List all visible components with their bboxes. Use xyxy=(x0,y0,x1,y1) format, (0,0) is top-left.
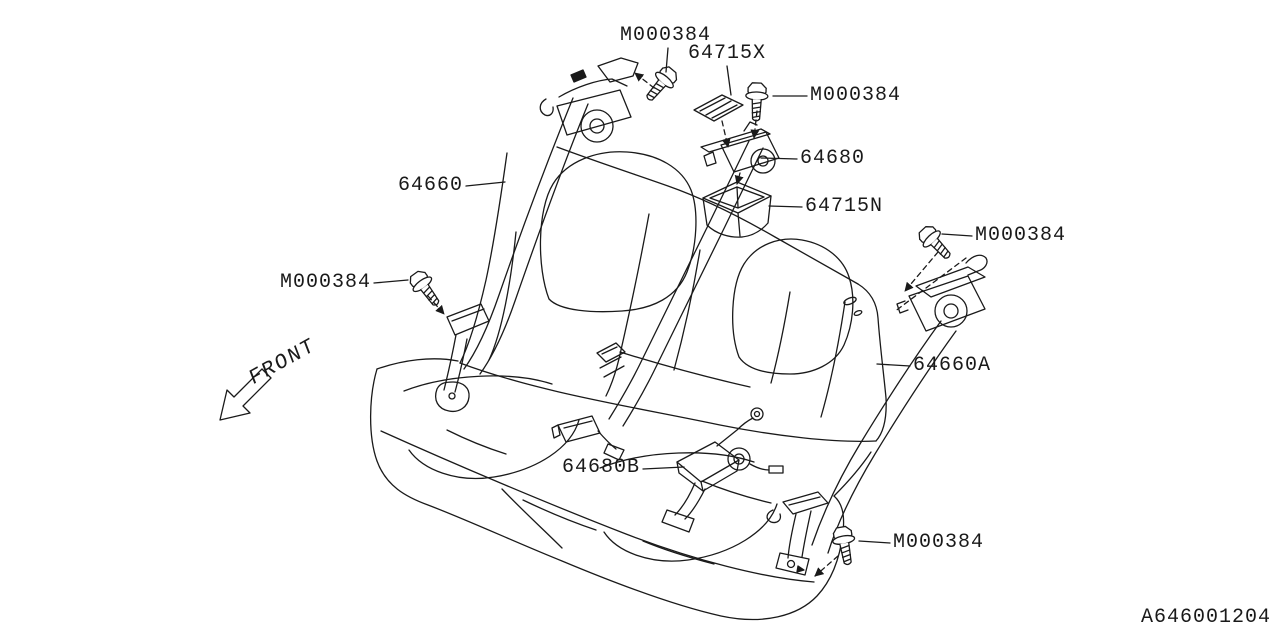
part-label-64660a: 64660A xyxy=(913,354,992,377)
anchor-left xyxy=(434,303,490,413)
part-label-m000384-upper-right: M000384 xyxy=(810,84,902,107)
seat-belt-left-64660 xyxy=(463,97,589,375)
clip-64715x xyxy=(693,94,744,122)
seat-belt-right-64660a xyxy=(811,320,957,554)
part-label-m000384-mid-right: M000384 xyxy=(975,224,1067,247)
diagram-code: A646001204 xyxy=(1141,606,1272,629)
headrest-right xyxy=(732,238,854,375)
buckle-64680b xyxy=(661,407,784,533)
leader-lines xyxy=(373,47,973,544)
retractor-right xyxy=(896,254,988,332)
retractor-top-left xyxy=(539,57,639,143)
part-label-64680: 64680 xyxy=(800,147,866,170)
seat-cushion xyxy=(369,358,872,621)
part-label-m000384-left: M000384 xyxy=(280,271,372,294)
part-label-m000384-bottom: M000384 xyxy=(893,531,985,554)
part-label-64660: 64660 xyxy=(398,174,464,197)
part-label-64715n: 64715N xyxy=(805,195,884,218)
cup-64715n xyxy=(702,181,772,238)
seat-back-outline xyxy=(459,146,887,442)
dashed-lines xyxy=(427,72,967,577)
part-label-64680b: 64680B xyxy=(562,456,641,479)
center-belt xyxy=(596,140,764,427)
headrest-left xyxy=(539,151,697,313)
part-label-64715x: 64715X xyxy=(688,42,767,65)
retractor-64680 xyxy=(700,121,780,174)
center-buckle xyxy=(551,415,625,461)
part-label-m000384-top: M000384 xyxy=(620,24,712,47)
anchor-bottom-right xyxy=(766,491,829,576)
front-arrow-icon xyxy=(219,368,272,421)
